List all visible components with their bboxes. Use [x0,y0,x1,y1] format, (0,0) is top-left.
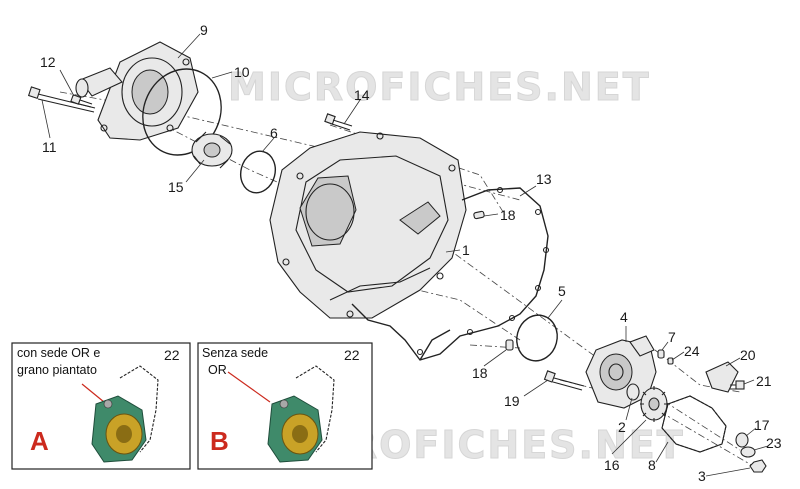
inset-b: Senza sede OR 22 B [197,342,373,470]
callout-14: 14 [354,87,370,103]
callout-17: 17 [754,417,770,433]
inset-b-line2: OR [208,363,227,377]
callout-12: 12 [40,54,56,70]
callout-21: 20 [740,347,756,363]
inset-a-letter: A [30,426,49,456]
part-23-washer [740,446,756,458]
part-13-gasket [351,187,549,361]
callout-23: 23 [766,435,782,451]
part-6-oring [240,150,276,194]
inset-b-line1: Senza sede [202,346,268,360]
part-1-crankcase-cover [269,131,467,319]
part-18-dowel-bottom [505,339,514,351]
callout-18-bottom: 18 [472,365,488,381]
callout-7: 7 [668,329,676,345]
inset-b-letter: B [210,426,229,456]
part-18-dowel-top [473,210,485,220]
callout-24: 24 [684,343,700,359]
leader-lines [41,33,769,477]
part-21-bracket [705,361,739,393]
part-17-washer [735,432,749,448]
part-3-nut [749,459,767,473]
part-8-chain [661,395,727,453]
part-20-screw [730,380,745,390]
callout-20: 21 [756,373,772,389]
part-10-oring [142,68,222,156]
callout-10: 10 [234,64,250,80]
callout-16: 16 [604,457,620,473]
callout-15: 15 [168,179,184,195]
watermark-top: MICROFICHES.NET [228,65,651,109]
part-24-pin [667,357,674,365]
inset-b-number: 22 [344,347,360,363]
callout-3: 3 [698,468,706,484]
callout-4: 4 [620,309,628,325]
callout-11: 11 [42,139,57,155]
part-5-oring [516,314,558,362]
callout-18-top: 18 [500,207,516,223]
callout-9: 9 [200,22,208,38]
callout-6: 6 [270,125,278,141]
callout-13: 13 [536,171,552,187]
part-14-bolt [324,113,353,131]
callout-1: 1 [462,242,470,258]
part-7-pin [657,349,665,359]
callout-2: 2 [618,419,626,435]
inset-a: con sede OR e grano piantato 22 A [11,342,191,470]
inset-a-line2: grano piantato [17,363,97,377]
part-2-washer [626,383,640,401]
callout-5: 5 [558,283,566,299]
inset-a-line1: con sede OR e [17,346,100,360]
callout-19: 19 [504,393,520,409]
inset-a-number: 22 [164,347,180,363]
part-13-gasket-holes [416,186,550,356]
callout-8: 8 [648,457,656,473]
part-15-impeller [191,131,233,169]
part-19-bolt [543,370,585,391]
callouts: 9 10 12 11 14 6 15 13 18 1 5 18 19 4 7 2… [40,22,782,484]
part-16-sprocket [640,386,668,422]
part-12-screw [70,94,93,108]
